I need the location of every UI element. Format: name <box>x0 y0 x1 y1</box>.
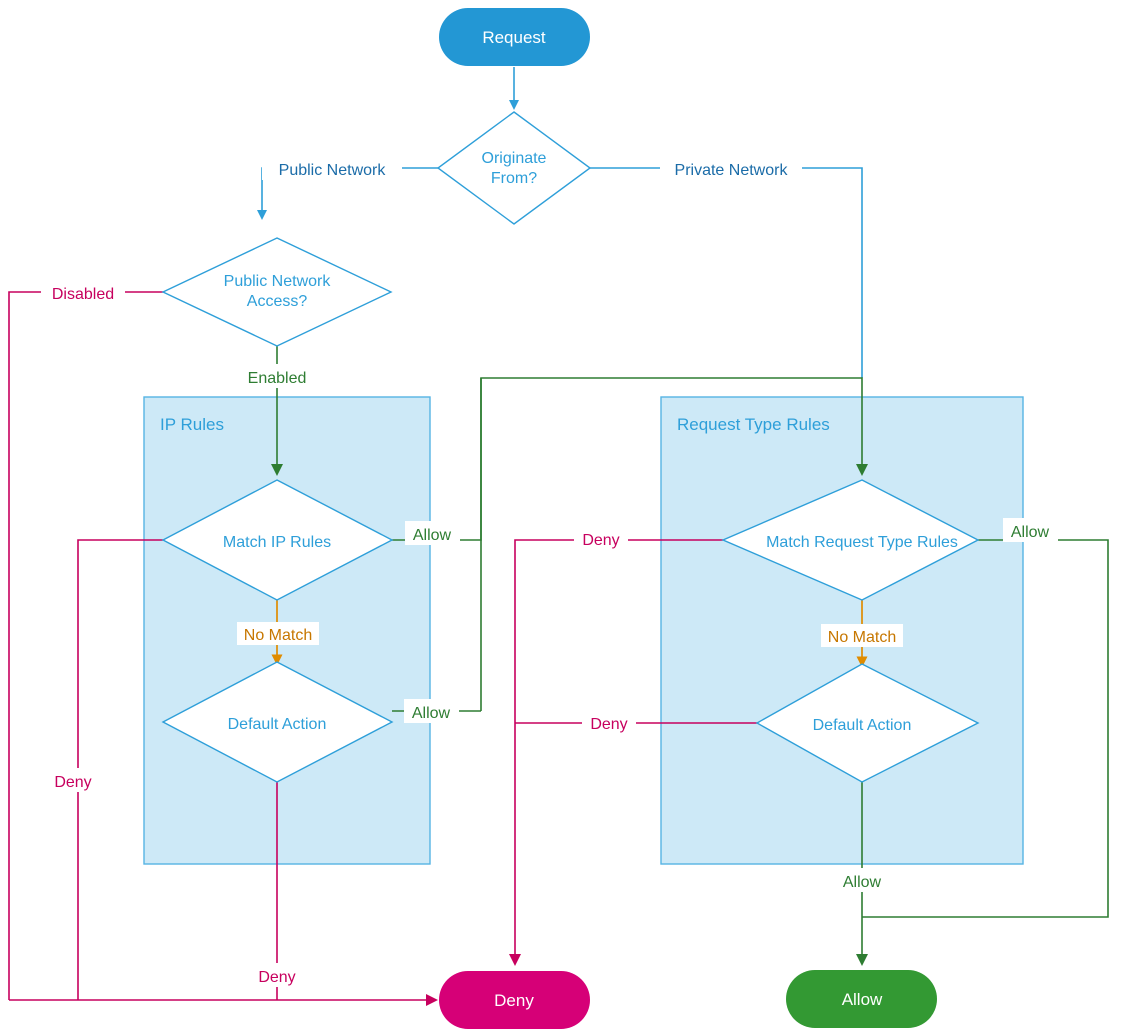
edge-label-ip-default-deny-text: Deny <box>258 969 295 986</box>
decision-match-ip-rules[interactable]: Match IP Rules <box>161 479 394 601</box>
decision-request-type-default-action-label: Default Action <box>813 717 912 734</box>
edge-label-enabled-text: Enabled <box>248 370 307 387</box>
terminal-deny-label: Deny <box>494 991 534 1010</box>
edge-label-disabled: Disabled <box>41 280 125 304</box>
edge-label-ip-match-allow: Allow <box>405 521 460 545</box>
edge-match-rt-deny <box>509 539 723 966</box>
decision-originate-from-line1: Originate <box>482 150 547 167</box>
request-type-rules-group-label: Request Type Rules <box>677 415 830 434</box>
edge-label-ip-default-allow: Allow <box>404 699 459 723</box>
terminal-allow-label: Allow <box>842 990 883 1009</box>
decision-ip-default-action[interactable]: Default Action <box>161 661 394 783</box>
decision-public-network-access-line2: Access? <box>247 293 308 310</box>
terminal-request-label: Request <box>482 28 546 47</box>
edge-label-rt-default-deny-text: Deny <box>590 716 627 733</box>
edge-label-rt-default-allow: Allow <box>835 868 890 892</box>
decision-ip-default-action-label: Default Action <box>228 716 327 733</box>
edge-label-ip-match-deny-text: Deny <box>54 774 91 791</box>
edge-label-rt-match-allow-text: Allow <box>1011 524 1050 541</box>
decision-originate-from-line2: From? <box>491 170 537 187</box>
decision-request-type-default-action[interactable]: Default Action <box>755 663 980 783</box>
decision-match-ip-rules-label: Match IP Rules <box>223 534 331 551</box>
edge-label-ip-no-match-text: No Match <box>244 627 312 644</box>
edge-label-private-network: Private Network <box>660 156 802 180</box>
edge-label-rt-no-match-text: No Match <box>828 629 896 646</box>
request-type-rules-group: Request Type Rules <box>660 396 1024 865</box>
edge-label-ip-default-deny: Deny <box>251 963 303 987</box>
decision-originate-from[interactable]: Originate From? <box>436 111 592 225</box>
edge-label-rt-default-deny: Deny <box>582 710 636 734</box>
edge-label-rt-match-allow: Allow <box>1003 518 1058 542</box>
decision-match-request-type-rules[interactable]: Match Request Type Rules <box>721 479 980 601</box>
edge-label-private-network-text: Private Network <box>675 162 789 179</box>
ip-rules-group-label: IP Rules <box>160 415 224 434</box>
decision-public-network-access-line1: Public Network <box>224 273 332 290</box>
edge-label-ip-match-allow-text: Allow <box>413 527 452 544</box>
terminal-deny[interactable]: Deny <box>439 971 590 1029</box>
edge-label-rt-default-allow-text: Allow <box>843 874 882 891</box>
edge-label-rt-match-deny: Deny <box>574 526 628 550</box>
terminal-allow[interactable]: Allow <box>786 970 937 1028</box>
edge-green-bus-to-request-type <box>480 377 868 711</box>
edge-public-access-disabled <box>8 291 163 1000</box>
edge-label-rt-match-deny-text: Deny <box>582 532 619 549</box>
decision-match-request-type-rules-label: Match Request Type Rules <box>766 534 958 551</box>
edge-label-public-network: Public Network <box>262 156 402 180</box>
edge-label-ip-match-deny: Deny <box>48 768 100 792</box>
edge-private-network <box>590 167 863 378</box>
edge-label-rt-no-match: No Match <box>821 624 903 647</box>
edge-label-enabled: Enabled <box>241 364 315 388</box>
decision-public-network-access[interactable]: Public Network Access? <box>161 237 393 347</box>
edge-match-ip-deny <box>77 539 163 1000</box>
edge-label-public-network-text: Public Network <box>279 162 387 179</box>
terminal-request[interactable]: Request <box>439 8 590 66</box>
edge-label-disabled-text: Disabled <box>52 286 114 303</box>
edge-label-ip-default-allow-text: Allow <box>412 705 451 722</box>
edge-label-ip-no-match: No Match <box>237 622 319 645</box>
